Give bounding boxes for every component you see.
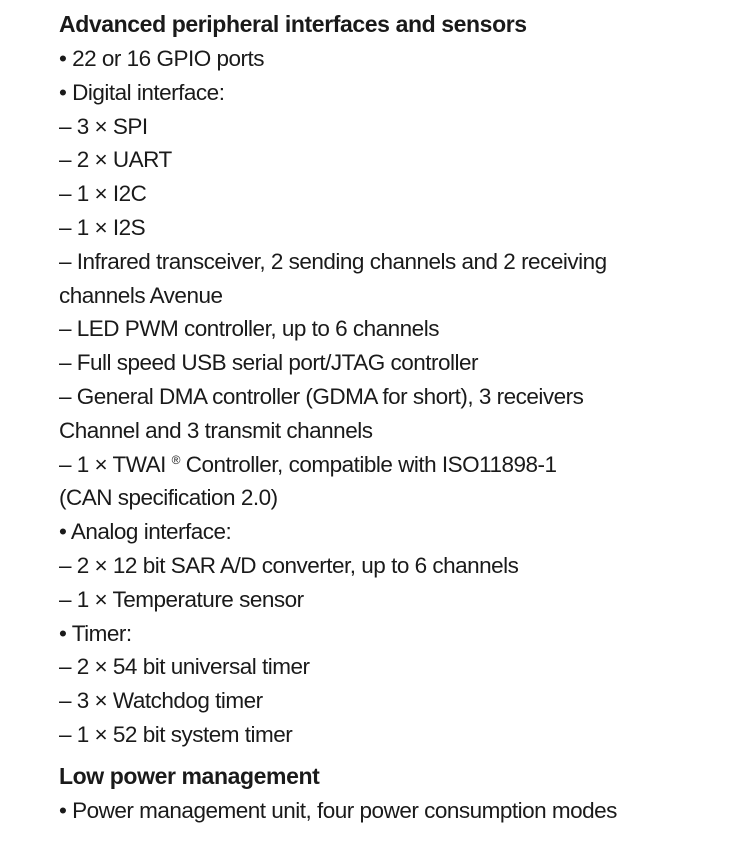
- list-item: • Power management unit, four power cons…: [59, 797, 617, 823]
- list-item: – 2 × UART: [59, 147, 172, 173]
- list-item: – 2 × 12 bit SAR A/D converter, up to 6 …: [59, 552, 519, 578]
- list-item: – General DMA controller (GDMA for short…: [59, 383, 584, 409]
- list-item: – 1 × TWAI ® Controller, compatible with…: [59, 451, 557, 477]
- registered-mark: ®: [171, 452, 181, 467]
- list-item: – 3 × SPI: [59, 113, 148, 139]
- list-item: • Timer:: [59, 620, 132, 646]
- list-item: – LED PWM controller, up to 6 channels: [59, 316, 439, 342]
- list-item: (CAN specification 2.0): [59, 485, 278, 511]
- list-item: – Full speed USB serial port/JTAG contro…: [59, 350, 479, 376]
- list-item: – 1 × 52 bit system timer: [59, 721, 293, 747]
- list-item: – Infrared transceiver, 2 sending channe…: [59, 248, 607, 274]
- list-item: – 2 × 54 bit universal timer: [59, 654, 310, 680]
- section-heading-low-power: Low power management: [59, 762, 320, 789]
- list-item: Channel and 3 transmit channels: [59, 417, 373, 443]
- list-item: • Digital interface:: [59, 79, 225, 105]
- list-item: • 22 or 16 GPIO ports: [59, 46, 264, 71]
- list-item: • Analog interface:: [59, 519, 232, 545]
- list-item: – 3 × Watchdog timer: [59, 688, 263, 714]
- list-item: – 1 × I2C: [59, 181, 147, 207]
- list-item: channels Avenue: [59, 282, 223, 308]
- section-heading-peripherals: Advanced peripheral interfaces and senso…: [59, 11, 527, 37]
- list-item: – 1 × I2S: [59, 214, 146, 240]
- document-page: Advanced peripheral interfaces and senso…: [59, 6, 739, 828]
- list-item: – 1 × Temperature sensor: [59, 586, 304, 612]
